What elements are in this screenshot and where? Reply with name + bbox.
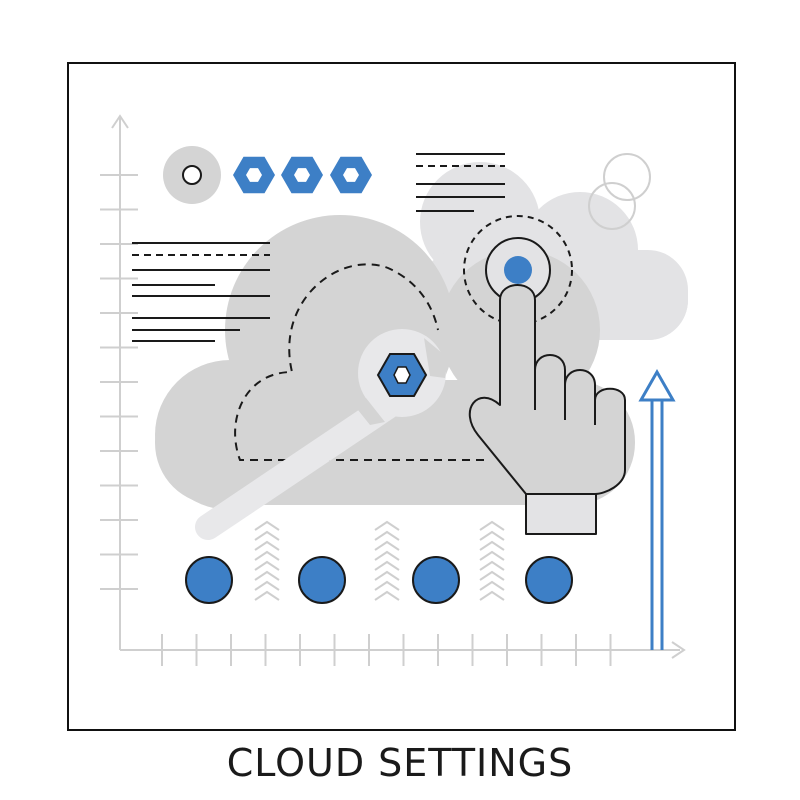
caption-title: CLOUD SETTINGS <box>226 741 574 785</box>
hexagon-hole <box>343 168 359 182</box>
status-dot-icon <box>185 556 233 604</box>
hex-nut-icon <box>376 353 428 397</box>
pointing-hand-icon <box>468 284 626 535</box>
y-axis-ticks <box>100 174 138 590</box>
status-dot-icon <box>298 556 346 604</box>
chevron-up-icon <box>479 520 505 601</box>
up-arrow-icon <box>638 368 676 650</box>
overlapping-circles-icon <box>588 153 651 230</box>
chevron-up-icon <box>254 520 280 601</box>
axes <box>100 114 686 666</box>
toggle-dial-icon <box>163 146 221 204</box>
text-lines-icon <box>132 242 270 342</box>
status-dots-group <box>185 556 573 604</box>
x-axis-ticks <box>161 634 612 666</box>
text-lines-icon <box>416 153 505 212</box>
status-dot-icon <box>525 556 573 604</box>
chevron-up-icon <box>374 520 400 601</box>
dashed-cloud-outline <box>234 263 490 461</box>
hexagon-group <box>233 156 372 194</box>
chevron-group <box>254 520 505 601</box>
touch-target-icon <box>463 215 573 325</box>
hexagon-hole <box>294 168 310 182</box>
hexagon-hole <box>246 168 262 182</box>
frame <box>67 62 736 731</box>
status-dot-icon <box>412 556 460 604</box>
